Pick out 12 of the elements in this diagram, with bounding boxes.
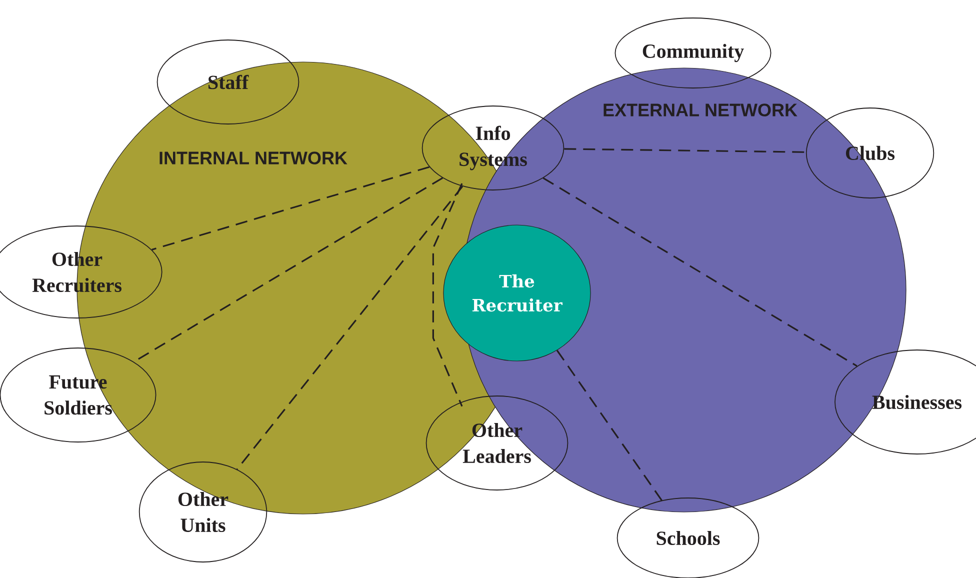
connector-line xyxy=(556,350,662,501)
connector-line xyxy=(152,166,430,250)
network-label: EXTERNAL NETWORK xyxy=(604,104,798,116)
ellipse-node: Staff xyxy=(156,40,300,124)
network-label: INTERNAL NETWORK xyxy=(160,152,348,164)
connector-line xyxy=(236,186,464,470)
connector-line xyxy=(564,148,806,153)
connector-line xyxy=(432,183,463,407)
ellipse-node: Community xyxy=(614,18,772,88)
connector-line xyxy=(542,177,858,367)
ellipse-node: Info Systems xyxy=(422,106,564,190)
ellipse-node: Other Units xyxy=(138,462,268,562)
